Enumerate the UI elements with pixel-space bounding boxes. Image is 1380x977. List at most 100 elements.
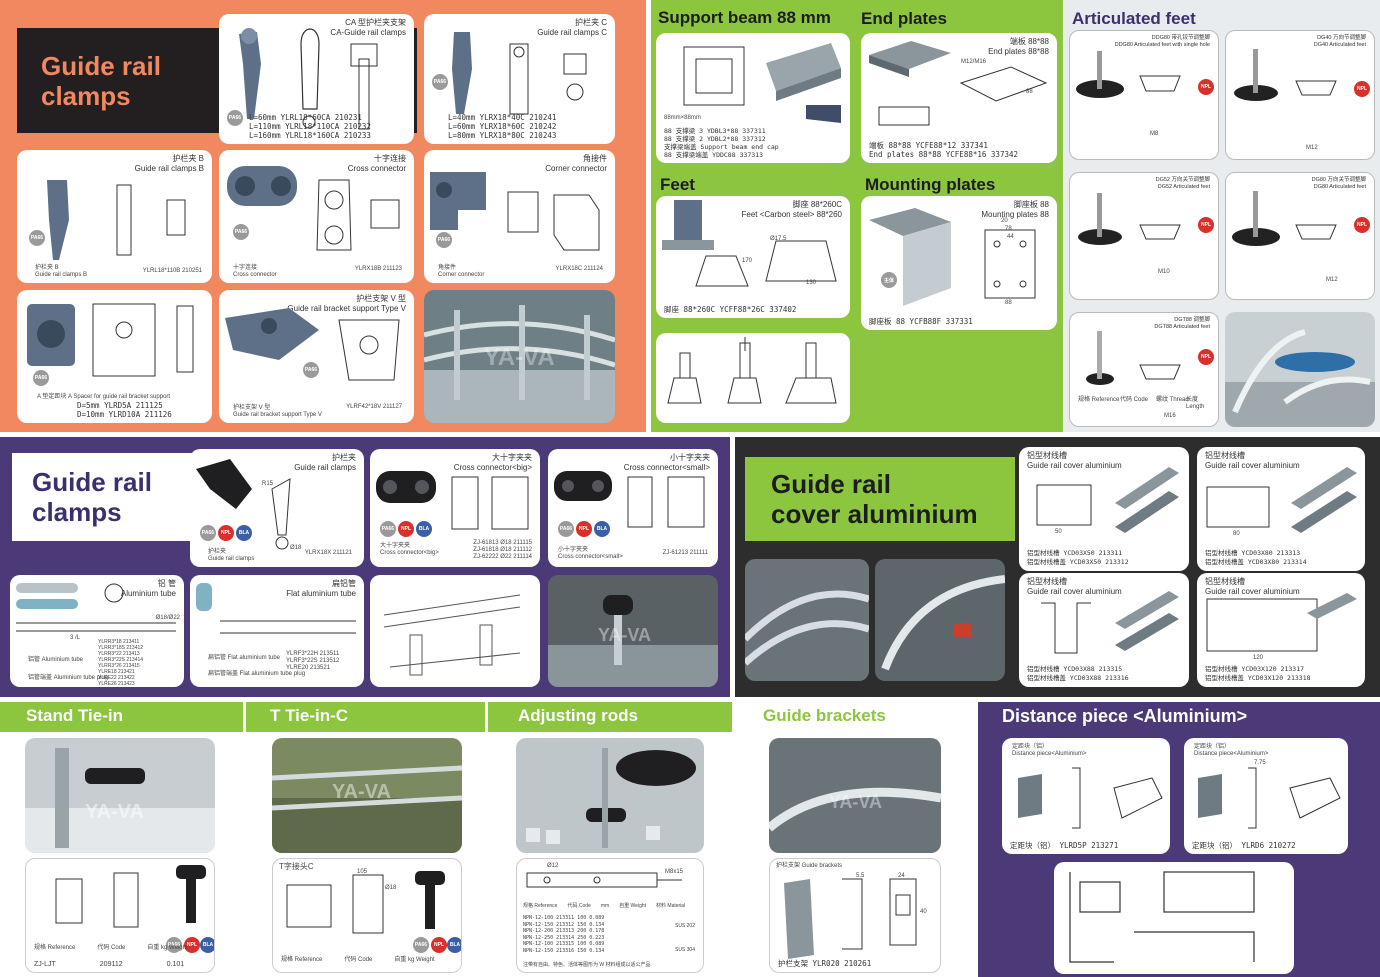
- title-mounting-plates: Mounting plates: [865, 175, 996, 194]
- card-guide-brackets: 护栏支架 Guide brackets 5.5 24 40 护栏支架 YLR02…: [769, 858, 941, 973]
- npl-badge: NPL: [398, 521, 414, 537]
- section-title-line1: Guide rail: [771, 469, 891, 499]
- photo-conveyor-articulated: [1225, 312, 1375, 427]
- material-badge: PA66: [303, 362, 319, 378]
- spec-row: 铝型材线槽盖 YCD03X88 213316: [1027, 674, 1129, 682]
- cover-50-drawing: [1036, 467, 1179, 533]
- stand-tie-in-drawing: [55, 865, 206, 928]
- card-title-en: Guide rail cover aluminium: [1205, 461, 1300, 470]
- card-title-cn: DG40 万向节调整脚: [1317, 35, 1366, 41]
- cross-small-drawing: [554, 471, 705, 528]
- npl-badge: NPL: [1198, 349, 1214, 365]
- card-title-en: CA-Guide rail clamps: [330, 28, 406, 37]
- photo-t-tie-in: YA-VA: [272, 738, 462, 853]
- card-title-en: Corner connector: [545, 164, 607, 173]
- spec-row: ZJ-61813 Ø18 211115: [473, 540, 532, 546]
- card-t-tie-in: T字接头C 105 Ø18 PA66 NPL BLA 规格 Reference …: [272, 858, 462, 973]
- card-title-en: Guide rail bracket support Type V: [287, 304, 406, 313]
- label-cn: A 垫定距块: [37, 394, 67, 400]
- corner-connector-drawing: [430, 172, 600, 251]
- dim-diameter: Ø18/Ø22: [155, 615, 180, 621]
- spec-row: L=60mm YLRX18*60C 210242: [448, 122, 557, 131]
- cell-code: 209112: [99, 961, 123, 968]
- cover-88-drawing: [1041, 591, 1179, 654]
- card-distance-piece-1: 定距块（铝）Distance piece<Aluminium> 定距块（铝） Y…: [1002, 738, 1170, 854]
- dim-diameter: Ø18: [385, 885, 397, 891]
- title-feet: Feet: [660, 175, 695, 194]
- col-head-ref: 规格 Reference: [523, 903, 558, 909]
- title-band-mid: Guide rail clamps: [12, 453, 197, 541]
- material-badge: 主体: [881, 272, 897, 288]
- spec-row: 88 支撑梁 2 YDBL2*88 337312: [664, 135, 766, 143]
- panel-adjusting-rods: Adjusting rods Ø12 M8x15 规格 Reference 代码…: [488, 702, 732, 977]
- card-title-cn: 铝型材线槽: [1205, 451, 1245, 460]
- card-title-cn: DG80 万向关节调整脚: [1311, 177, 1366, 183]
- col-head-weight: 自重 Weight: [619, 903, 647, 909]
- card-title-cn: 护栏夹 B: [172, 154, 204, 163]
- card-title-cn: 大十字夹夹: [492, 453, 532, 462]
- title-band-cover: Guide rail cover aluminium: [745, 457, 1015, 541]
- card-title-cn: 脚座板 88: [1013, 200, 1049, 209]
- dim-78: 78: [1005, 226, 1012, 232]
- col-head-weight: 自重 kg Weight: [147, 945, 188, 951]
- table-row: NPN-12-100 213315 100 0.089: [523, 941, 605, 947]
- conveyor-photo: YA-VA: [548, 575, 718, 687]
- product-label-en: Cross connector<big>: [380, 550, 439, 556]
- card-title-en: Cross connector<big>: [453, 463, 532, 472]
- dim-width: 80: [1233, 531, 1240, 537]
- conveyor-photo: YA-VA: [769, 738, 941, 853]
- product-label-cn: 护栏支架 V 型: [233, 405, 271, 411]
- table-row: NPN-12-200 213313 200 0.178: [523, 928, 605, 934]
- mounting-plate-drawing: [869, 208, 1036, 306]
- card-spacer: PA66 A 垫定距块 A Spacer for guide rail brac…: [17, 290, 212, 423]
- beam-size: 88mm×88mm: [664, 115, 701, 121]
- card-title-cn: 铝型材线槽: [1027, 451, 1067, 460]
- photo-guide-brackets: YA-VA: [769, 738, 941, 853]
- spec-row: ZJ-62222 Ø22 211114: [473, 554, 532, 560]
- support-beam-drawing: [683, 43, 841, 123]
- spec-row: D=5mm YLRD5A 211125: [77, 401, 163, 410]
- spec-row: YLRF42*18V 211127: [346, 404, 402, 410]
- dim-88: 88: [1005, 300, 1012, 306]
- spec-row: 护栏支架 YLR020 210261: [778, 959, 872, 968]
- card-title-cn: 脚座 88*260C: [792, 200, 842, 209]
- conveyor-photo: [875, 559, 1005, 681]
- thread-value: M8: [1150, 131, 1159, 137]
- bracket-v-drawing: [225, 308, 400, 381]
- card-title-cn: 端板 88*88: [1009, 37, 1049, 46]
- card-title-cn: 小十字夹夹: [670, 453, 710, 462]
- dim-thread: M12/M16: [961, 59, 987, 65]
- product-label-en: Guide rail clamps: [208, 556, 255, 562]
- material-sus304: SUS 304: [674, 947, 695, 953]
- table-row: NPN-12-150 213316 150 0.134: [523, 947, 605, 954]
- watermark: YA-VA: [85, 801, 144, 823]
- spec-row: End plates 88*88 YCFE88*16 337342: [869, 150, 1019, 159]
- watermark: YA-VA: [332, 781, 391, 803]
- photo-adjusting-rods: [516, 738, 704, 853]
- spec-row: 铝型材线槽 YCD03X80 213313: [1205, 549, 1301, 557]
- distance-piece-1-drawing: [1018, 767, 1163, 829]
- spec-row: L=60mm YLRL18*60CA 210231: [249, 113, 362, 122]
- material-badge: PA66: [200, 525, 216, 541]
- conveyor-photo: [516, 738, 704, 853]
- spec-row: YLRR3*22S 213414: [98, 657, 144, 663]
- col-head-code: 代码 Code: [344, 957, 373, 963]
- col-head-code: 代码 Code: [567, 903, 591, 909]
- flat-tube-drawing: [196, 583, 356, 634]
- spec-row: YLRE26 213423: [98, 681, 135, 687]
- spec-row: YLRL18*110B 210251: [142, 268, 202, 274]
- dgt88-foot-drawing: [1086, 331, 1181, 385]
- photo-conveyor-mid: YA-VA: [548, 575, 718, 687]
- dim-size: 88: [1026, 89, 1033, 95]
- title-stand-tie-in: Stand Tie-in: [26, 706, 123, 725]
- dg40-foot-drawing: [1234, 49, 1337, 101]
- col-head-length: 长度 Length: [1186, 397, 1205, 410]
- photo-conveyor-cover-1: [745, 559, 869, 681]
- thread-value: M12: [1326, 277, 1338, 283]
- npl-badge: NPL: [184, 937, 200, 953]
